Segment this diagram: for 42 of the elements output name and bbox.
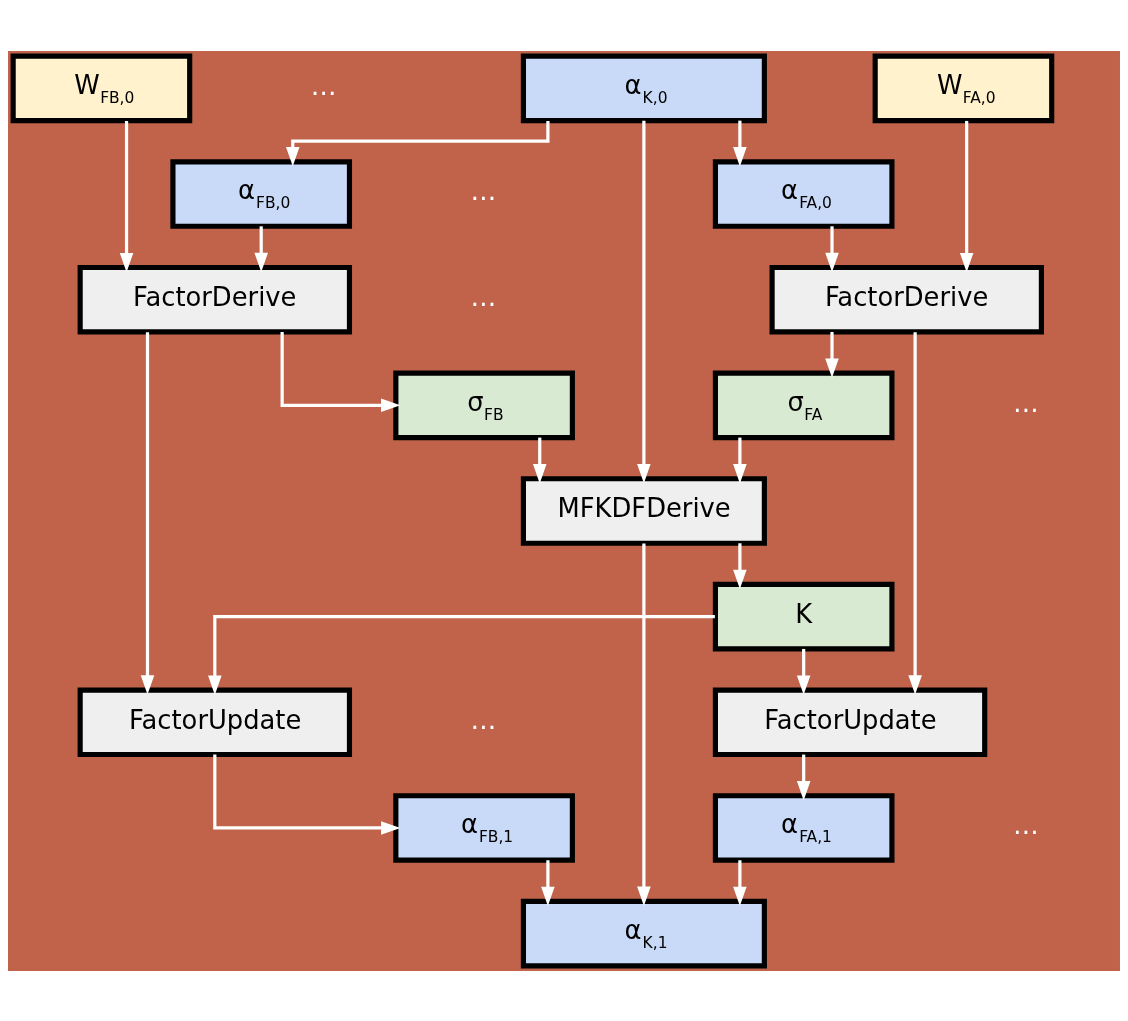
node-box: α$_{FA,1}$: [712, 792, 895, 863]
arrow: [733, 542, 747, 589]
node-box: σ$_{FA}$: [712, 370, 895, 440]
arrow: [733, 859, 747, 906]
node-box: α$_{K,0}$: [520, 53, 767, 123]
arrow: [825, 331, 839, 378]
arrow: [119, 120, 134, 272]
node-box: FactorUpdate: [712, 687, 988, 757]
label: …: [310, 70, 337, 101]
arrow: [796, 648, 811, 695]
arrow: [796, 754, 811, 800]
node-box: FactorUpdate: [77, 687, 353, 757]
label: …: [470, 281, 497, 312]
arrow: [733, 120, 747, 166]
node-box: W$_{FB,0}$: [10, 53, 193, 123]
node-box: FactorDerive: [77, 264, 353, 334]
node-box: σ$_{FB}$: [393, 370, 575, 440]
node-box: α$_{FB,0}$: [170, 158, 353, 229]
node-box: FactorDerive: [769, 264, 1044, 334]
node-box: MFKDFDerive: [520, 475, 767, 546]
node-box: α$_{K,1}$: [520, 898, 767, 968]
node-box: W$_{FA,0}$: [872, 53, 1055, 123]
label: …: [470, 175, 497, 206]
arrow: [825, 225, 839, 272]
arrow: [959, 120, 974, 272]
label: …: [470, 704, 497, 735]
arrow: [213, 754, 401, 835]
node-box: K: [712, 581, 895, 651]
arrow: [541, 859, 555, 906]
label: …: [1013, 387, 1039, 418]
arrow: [637, 120, 651, 483]
arrow: [280, 331, 401, 412]
node-box: α$_{FB,1}$: [393, 792, 575, 863]
arrow: [637, 542, 651, 906]
arrow: [140, 331, 155, 695]
arrow: [733, 437, 747, 483]
node-box: α$_{FA,0}$: [712, 158, 895, 229]
arrow: [532, 437, 547, 483]
arrow: [254, 225, 268, 272]
arrow: [208, 614, 715, 695]
arrow: [908, 331, 922, 695]
label: …: [1013, 809, 1039, 840]
